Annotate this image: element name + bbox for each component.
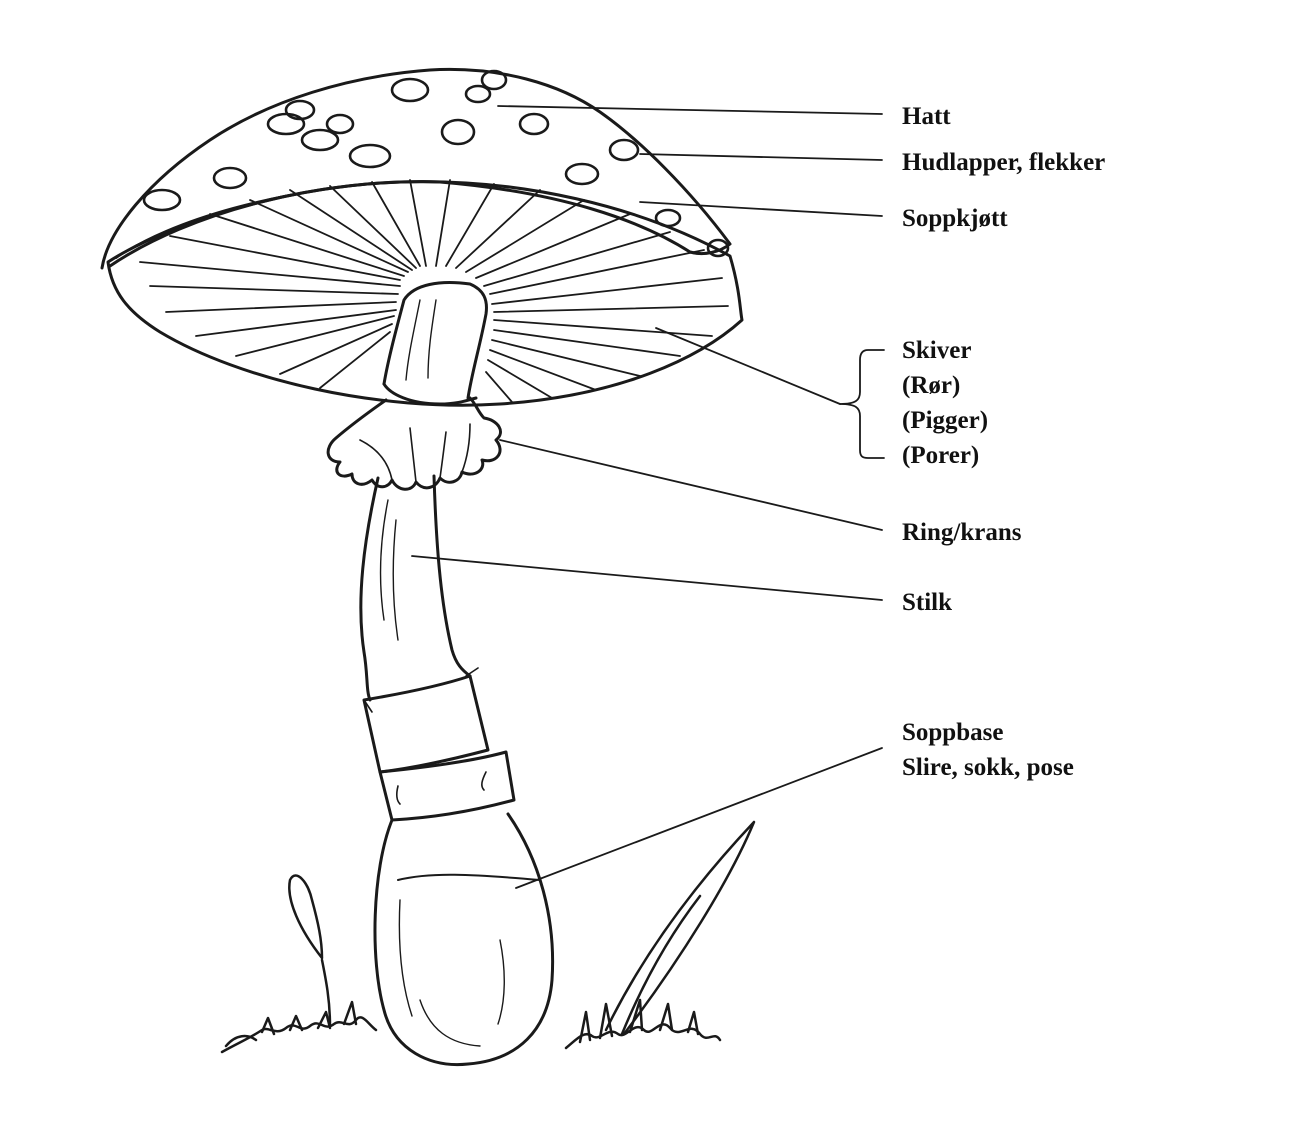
- label-ring: Ring/krans: [902, 519, 1022, 546]
- label-porer: (Porer): [902, 442, 980, 469]
- ring-skirt: [326, 396, 502, 491]
- leader-hudlapper: [639, 153, 883, 161]
- stem: [359, 474, 472, 702]
- label-slire: Slire, sokk, pose: [902, 754, 1074, 781]
- label-soppkjott: Soppkjøtt: [902, 205, 1008, 232]
- stem-sleeve: [362, 667, 516, 822]
- skiver-bracket: [839, 349, 885, 459]
- label-soppbase: Soppbase: [902, 719, 1004, 746]
- volva-base: [373, 812, 555, 1067]
- grass: [220, 820, 756, 1054]
- leader-lines: [411, 105, 885, 889]
- leader-stilk: [411, 555, 883, 601]
- cap-spots: [142, 69, 730, 258]
- leader-soppbase: [515, 747, 883, 889]
- grass-blade-right: [604, 820, 756, 1036]
- label-ror: (Rør): [902, 372, 961, 399]
- leader-ring: [499, 439, 883, 531]
- label-skiver: Skiver: [902, 337, 972, 364]
- label-hudlapper: Hudlapper, flekker: [902, 149, 1106, 176]
- leader-hatt: [497, 105, 883, 115]
- label-stilk: Stilk: [902, 589, 953, 616]
- label-pigger: (Pigger): [902, 407, 989, 434]
- grass-blade-left: [288, 874, 324, 960]
- gills: [106, 179, 744, 407]
- leader-soppkjott: [639, 201, 883, 217]
- leader-skiver: [655, 327, 841, 405]
- cap: [100, 67, 732, 270]
- label-hatt: Hatt: [902, 103, 951, 130]
